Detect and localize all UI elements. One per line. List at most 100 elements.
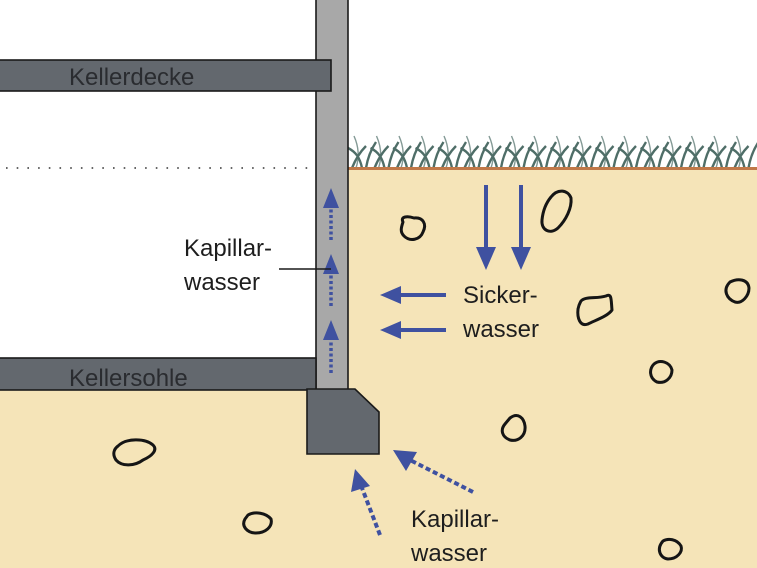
ground-capillary-arrow — [409, 458, 474, 494]
grass-blade — [387, 141, 400, 169]
grass-blade — [508, 145, 525, 169]
grass-blade — [567, 141, 580, 169]
grass-blade — [395, 145, 412, 169]
grass-blade — [364, 141, 378, 169]
grass-blade — [420, 135, 427, 169]
stone — [242, 511, 273, 535]
grass-blade — [432, 141, 445, 169]
seepage-left-arrows — [380, 286, 446, 339]
grass-blade — [522, 141, 535, 169]
grass-blade — [598, 145, 615, 169]
seepage-down-arrow — [519, 185, 523, 250]
ground-capillary-arrow — [360, 487, 382, 536]
grass-blade — [702, 141, 715, 169]
grass-blade — [594, 146, 611, 169]
grass-blade — [657, 141, 670, 169]
seepage-left-arrowhead — [380, 286, 401, 304]
grass-blade — [392, 146, 409, 169]
floor-slab — [0, 357, 317, 391]
grass-blade — [375, 135, 382, 169]
grass-blade — [459, 146, 476, 169]
grass-blade — [485, 145, 502, 169]
grass-blade — [747, 142, 757, 169]
grass-blade — [572, 146, 589, 169]
stone — [576, 293, 614, 327]
grass-blade — [729, 146, 746, 169]
stones — [112, 189, 751, 561]
stone — [657, 537, 683, 561]
stone — [724, 278, 751, 304]
grass-blade — [510, 135, 517, 169]
ground-surface-line — [348, 167, 757, 170]
grass-blade — [679, 141, 693, 169]
grass-blade — [617, 146, 634, 169]
grass-blade — [373, 145, 390, 169]
grass-blade — [620, 145, 637, 169]
grass-blade — [589, 141, 603, 169]
grass-blade — [600, 135, 607, 169]
ground-capillary-label-2: wasser — [410, 540, 487, 567]
grass-blade — [409, 141, 423, 169]
ground-capillary-arrowhead — [351, 469, 370, 492]
wall-capillary-arrowhead — [323, 320, 339, 340]
grass-blade — [398, 135, 404, 169]
grass-blade — [549, 146, 566, 169]
grass-blade — [684, 146, 701, 169]
wall-capillary-arrowhead — [323, 188, 339, 208]
grass-blade — [454, 141, 468, 169]
grass-blade — [645, 135, 652, 169]
grass-blade — [724, 141, 738, 169]
grass-blade — [634, 141, 648, 169]
wall-capillary-label-2: wasser — [183, 269, 260, 296]
stone — [112, 438, 157, 467]
seepage-down-arrowhead — [476, 247, 496, 270]
grass-blade — [465, 135, 472, 169]
stone — [540, 189, 573, 233]
grass-blade — [353, 135, 359, 169]
grass-blade — [575, 145, 592, 169]
ground-capillary-label-1: Kapillar- — [411, 506, 499, 533]
grass-blade — [347, 146, 364, 169]
grass-blade — [499, 141, 513, 169]
grass-blade — [555, 135, 562, 169]
grass-blade — [418, 145, 435, 169]
grass-blade — [533, 135, 539, 169]
ground-capillary-arrowhead — [393, 450, 417, 471]
ground-capillary-arrows — [351, 450, 474, 536]
ceiling-slab — [0, 59, 332, 92]
wall-capillary-label-1: Kapillar- — [184, 235, 272, 262]
grass-blade — [369, 146, 386, 169]
grass-blade — [482, 146, 499, 169]
grass-blade — [504, 146, 521, 169]
grass-blade — [643, 145, 660, 169]
grass-blade — [690, 135, 697, 169]
stone — [649, 360, 674, 384]
seepage-left-arrow — [398, 328, 446, 332]
grass-blade — [527, 146, 544, 169]
grass-blade — [707, 146, 724, 169]
seepage-down-arrow — [484, 185, 488, 250]
grass-blade — [463, 145, 480, 169]
grass — [347, 135, 757, 169]
grass-blade — [662, 146, 679, 169]
grass-blade — [443, 135, 449, 169]
grass-blade — [350, 145, 367, 169]
grass-blade — [437, 146, 454, 169]
grass-blade — [735, 135, 742, 169]
grass-blade — [668, 135, 674, 169]
grass-blade — [477, 141, 490, 169]
floor-label: Kellersohle — [69, 365, 188, 392]
seepage-down-arrows — [476, 185, 531, 270]
stone — [500, 414, 527, 442]
grass-blade — [578, 135, 584, 169]
grass-blade — [530, 145, 547, 169]
grass-blade — [688, 145, 705, 169]
grass-blade — [544, 141, 558, 169]
seepage-label-1: Sicker- — [463, 282, 538, 309]
grass-blade — [553, 145, 570, 169]
grass-blade — [733, 145, 750, 169]
ceiling-label: Kellerdecke — [69, 64, 194, 91]
grass-blade — [440, 145, 457, 169]
grass-blade — [414, 146, 431, 169]
